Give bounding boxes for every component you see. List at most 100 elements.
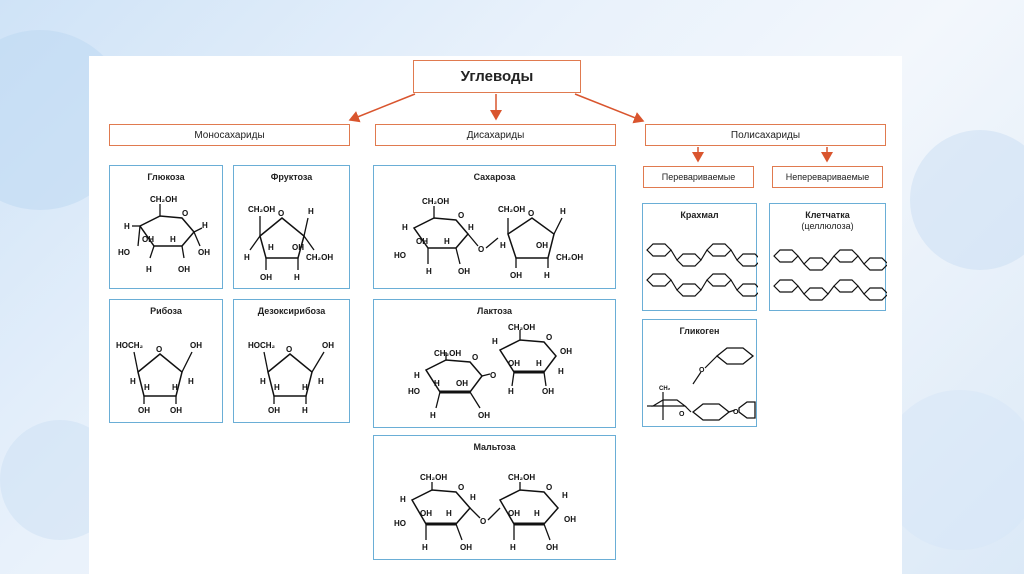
svg-text:H: H <box>124 222 130 231</box>
svg-text:CH₂OH: CH₂OH <box>508 473 535 482</box>
glycosidic-bond <box>700 249 708 261</box>
glycosidic-bond <box>670 249 678 261</box>
svg-text:HO: HO <box>394 519 406 528</box>
svg-text:H: H <box>534 509 540 518</box>
svg-text:H: H <box>470 493 476 502</box>
glucose-ring <box>706 243 732 257</box>
svg-text:OH: OH <box>292 243 304 252</box>
svg-text:HOCH₂: HOCH₂ <box>248 341 276 350</box>
svg-text:H: H <box>430 411 436 420</box>
glucose-ring <box>676 283 702 297</box>
glycosidic-bond <box>827 285 835 295</box>
svg-text:OH: OH <box>542 387 554 396</box>
glucose-ring <box>833 249 859 263</box>
sucrose-structure: CH₂OH O H OH H H HO H OH O O CH₂OH H H O… <box>394 197 583 280</box>
svg-text:O: O <box>528 209 534 218</box>
svg-text:H: H <box>422 543 428 552</box>
category-mono-header: Моносахариды <box>109 124 350 146</box>
svg-text:H: H <box>144 383 150 392</box>
svg-text:H: H <box>274 383 280 392</box>
glucose-structure: CH₂OH O H H OH HO H OH OH H <box>118 195 210 274</box>
glucose-ring <box>803 287 829 301</box>
deoxyribose-structure: HOCH₂ OH O H H H H OH H <box>248 341 334 415</box>
svg-text:OH: OH <box>416 237 428 246</box>
svg-text:OH: OH <box>458 267 470 276</box>
card-sucrose: Сахароза CH₂OH O H OH H H HO H OH O O CH… <box>373 165 616 289</box>
svg-text:CH₂OH: CH₂OH <box>420 473 447 482</box>
svg-text:H: H <box>508 387 514 396</box>
glucose-ring <box>833 279 859 293</box>
glycogen-structure: O CH₂ O O <box>647 347 756 421</box>
svg-text:CH₂OH: CH₂OH <box>434 349 461 358</box>
svg-text:CH₂OH: CH₂OH <box>422 197 449 206</box>
card-starch: Крахмал <box>642 203 758 311</box>
svg-text:H: H <box>426 267 432 276</box>
category-di-header: Дисахариды <box>375 124 616 146</box>
svg-text:O: O <box>156 345 162 354</box>
svg-text:O: O <box>472 353 478 362</box>
category-di-label: Дисахариды <box>466 129 525 141</box>
svg-text:H: H <box>492 337 498 346</box>
maltose-structure: CH₂OH O H HO OH H H H OH O CH₂OH O H OH … <box>394 473 576 552</box>
card-title: Клетчатка (целлюлоза) <box>770 210 885 232</box>
svg-text:O: O <box>490 371 496 380</box>
glycosidic-bond <box>730 279 738 291</box>
svg-text:O: O <box>182 209 188 218</box>
svg-text:H: H <box>544 271 550 280</box>
svg-text:H: H <box>500 241 506 250</box>
card-fructose: Фруктоза O CH₂OH H CH₂OH H OH H OH H <box>233 165 350 289</box>
glucose-ring <box>736 283 758 297</box>
card-title: Лактоза <box>476 306 513 316</box>
svg-text:H: H <box>468 223 474 232</box>
svg-text:O: O <box>480 517 486 526</box>
card-ribose: Рибоза HOCH₂ OH O H H H H OH OH <box>109 299 223 423</box>
glycosidic-bond <box>700 279 708 291</box>
digestible-label: Перевариваемые <box>661 172 736 182</box>
cellulose-structure <box>773 249 887 301</box>
svg-text:H: H <box>536 359 542 368</box>
svg-text:HO: HO <box>118 248 130 257</box>
svg-text:H: H <box>202 221 208 230</box>
glucose-ring <box>646 243 672 257</box>
card-title: Рибоза <box>150 306 182 316</box>
glucose-ring <box>863 287 887 301</box>
svg-text:O: O <box>679 411 685 418</box>
svg-text:OH: OH <box>198 248 210 257</box>
svg-text:H: H <box>414 371 420 380</box>
svg-text:H: H <box>444 237 450 246</box>
card-glycogen: Гликоген O CH₂ O O <box>642 319 757 427</box>
svg-text:OH: OH <box>510 271 522 280</box>
svg-text:H: H <box>562 491 568 500</box>
svg-text:HOCH₂: HOCH₂ <box>116 341 144 350</box>
svg-text:H: H <box>400 495 406 504</box>
glycosidic-bond <box>827 255 835 265</box>
glucose-ring <box>773 279 799 293</box>
svg-text:OH: OH <box>170 406 182 415</box>
svg-text:OH: OH <box>322 341 334 350</box>
svg-text:CH₂: CH₂ <box>659 386 671 392</box>
glycosidic-bond <box>797 255 805 265</box>
cellulose-title-line2: (целлюлоза) <box>801 221 854 231</box>
card-cellulose: Клетчатка (целлюлоза) <box>769 203 887 311</box>
svg-text:H: H <box>302 406 308 415</box>
glycosidic-bond <box>797 285 805 295</box>
category-poly-label: Полисахариды <box>730 129 801 141</box>
svg-text:O: O <box>733 409 739 416</box>
card-title: Дезоксирибоза <box>257 306 326 316</box>
card-maltose: Мальтоза CH₂OH O H HO OH H H H OH O CH₂O… <box>373 435 616 560</box>
glucose-ring <box>706 273 732 287</box>
cellulose-title-line1: Клетчатка <box>805 210 850 220</box>
svg-text:H: H <box>510 543 516 552</box>
glycosidic-bond <box>730 249 738 261</box>
svg-text:OH: OH <box>508 359 520 368</box>
glycosidic-bond <box>857 255 865 265</box>
svg-text:H: H <box>146 265 152 274</box>
fructose-structure: O CH₂OH H CH₂OH H OH H OH H <box>244 205 333 282</box>
category-mono-label: Моносахариды <box>194 129 265 141</box>
glycosidic-bond <box>857 285 865 295</box>
svg-text:OH: OH <box>478 411 490 420</box>
card-title: Мальтоза <box>473 442 516 452</box>
svg-text:H: H <box>558 367 564 376</box>
svg-text:O: O <box>546 333 552 342</box>
svg-text:H: H <box>402 223 408 232</box>
